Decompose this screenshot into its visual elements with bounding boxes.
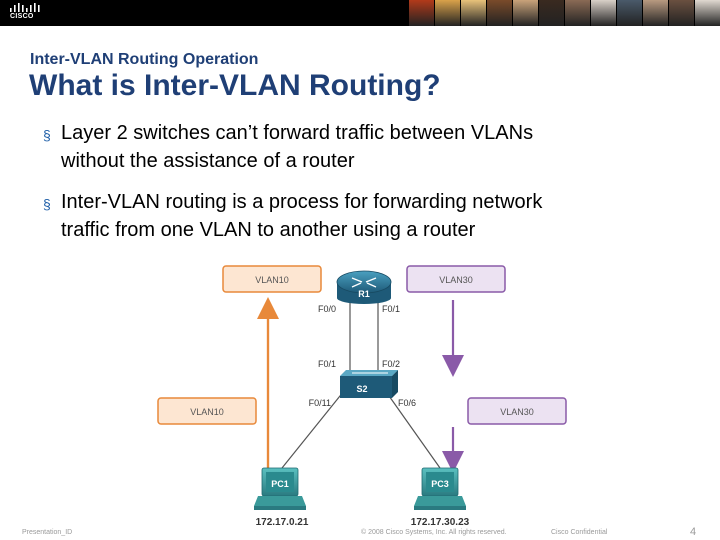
switch-s2: S2: [340, 370, 398, 398]
bullet-mark: §: [43, 196, 51, 212]
bullet-text: Layer 2 switches can’t forward traffic b…: [61, 119, 661, 175]
vlan-box-top-right: VLAN30: [406, 265, 506, 293]
banner-photo: [668, 0, 694, 26]
banner-photo: [616, 0, 642, 26]
vlan-box-mid-right: VLAN30: [467, 397, 567, 425]
pc-ip: 172.17.0.21: [256, 517, 309, 528]
banner-photo: [486, 0, 512, 26]
slide-title: What is Inter-VLAN Routing?: [29, 69, 441, 102]
cable-s-pc1: [281, 385, 349, 469]
top-banner: CISCO: [0, 0, 720, 26]
vlan-box-mid-left: VLAN10: [157, 397, 257, 425]
vlan-box-label: VLAN30: [500, 407, 534, 417]
bullet-1: § Layer 2 switches can’t forward traffic…: [43, 119, 683, 175]
banner-photo: [434, 0, 460, 26]
router-label: R1: [358, 289, 370, 299]
banner-photo: [460, 0, 486, 26]
footer-copyright: © 2008 Cisco Systems, Inc. All rights re…: [361, 529, 507, 536]
pc-ip: 172.17.30.23: [411, 517, 470, 528]
banner-photo: [564, 0, 590, 26]
bullet-text: Inter-VLAN routing is a process for forw…: [61, 188, 661, 244]
bullet-2: § Inter-VLAN routing is a process for fo…: [43, 188, 683, 244]
banner-photo: [512, 0, 538, 26]
cable-s-pc3: [381, 385, 441, 469]
bullet-line: Inter-VLAN routing is a process for forw…: [61, 191, 543, 213]
bullet-line: traffic from one VLAN to another using a…: [61, 219, 476, 241]
bullet-line: without the assistance of a router: [61, 150, 355, 172]
vlan-box-top-left: VLAN10: [222, 265, 322, 293]
vlan-box-label: VLAN10: [255, 275, 289, 285]
slide-subtitle: Inter-VLAN Routing Operation: [30, 51, 259, 68]
switch-label: S2: [356, 384, 367, 394]
port-label: F0/11: [309, 398, 331, 408]
banner-photo: [408, 0, 434, 26]
banner-photo: [538, 0, 564, 26]
banner-photo: [590, 0, 616, 26]
port-label: F0/6: [398, 398, 416, 408]
cables: [281, 298, 441, 469]
router-arrows-icon: [351, 277, 377, 288]
router-r1: R1: [336, 270, 392, 304]
banner-photo: [642, 0, 668, 26]
cisco-logo-icon: [10, 3, 40, 12]
port-label: F0/1: [318, 359, 336, 369]
pc1: PC1 172.17.0.21: [254, 467, 309, 528]
vlan-box-label: VLAN30: [439, 275, 473, 285]
vlan-box-label: VLAN10: [190, 407, 224, 417]
banner-photo: [694, 0, 720, 26]
photo-strip: [408, 0, 720, 26]
pc3: PC3 172.17.30.23: [411, 467, 470, 528]
port-label: F0/2: [382, 359, 400, 369]
page-number: 4: [690, 526, 697, 538]
pc-label: PC3: [431, 479, 449, 489]
logo-text: CISCO: [10, 13, 34, 20]
bullet-mark: §: [43, 127, 51, 143]
port-label: F0/0: [318, 304, 336, 314]
footer-confidential: Cisco Confidential: [551, 529, 608, 536]
pc-label: PC1: [271, 479, 289, 489]
footer-presentation-id: Presentation_ID: [22, 529, 73, 536]
bullet-line: Layer 2 switches can’t forward traffic b…: [61, 122, 534, 144]
port-label: F0/1: [382, 304, 400, 314]
